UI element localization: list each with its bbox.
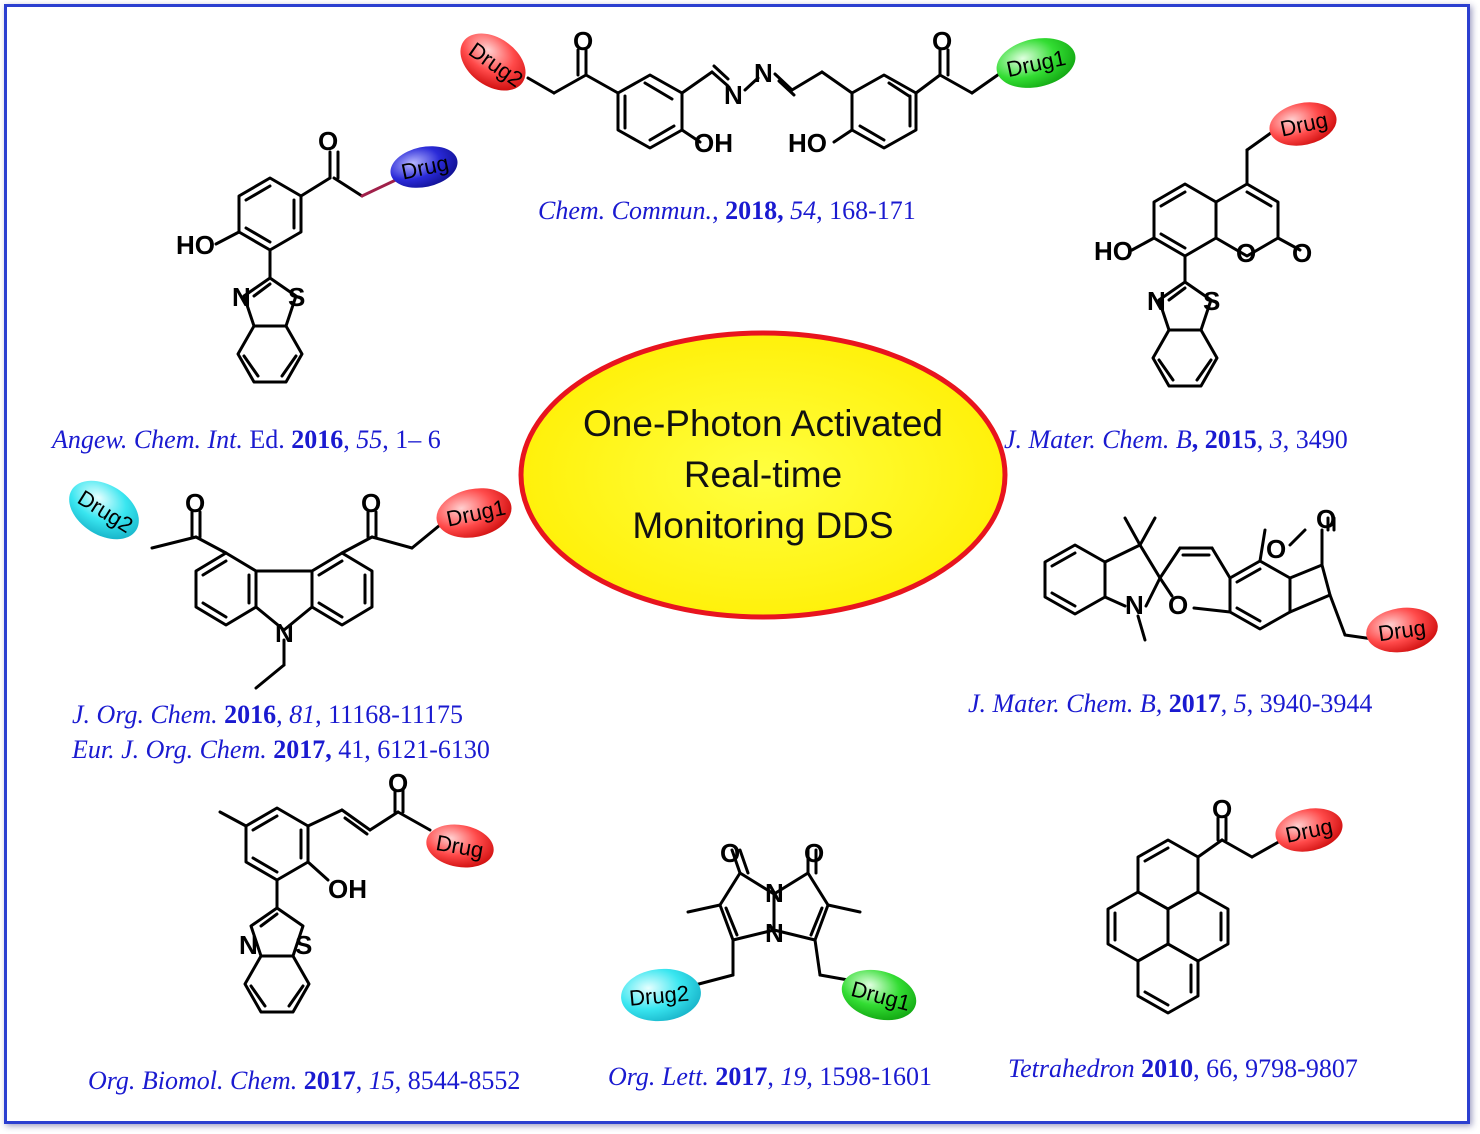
svg-text:N: N xyxy=(765,878,784,908)
tag-drug2-top: Drug2 xyxy=(460,33,528,92)
svg-text:O: O xyxy=(1212,794,1232,824)
svg-text:N: N xyxy=(754,58,773,88)
structure-hbt-ketone xyxy=(214,150,364,384)
drug-tags: Drug2 Drug1 Drug Drug Drug2 Drug1 Drug xyxy=(69,33,1438,1022)
center-title: One-Photon Activated Real-time Monitorin… xyxy=(530,398,996,551)
svg-text:O: O xyxy=(185,488,205,518)
svg-text:O: O xyxy=(318,126,338,156)
ref-org-biomol-chem: Org. Biomol. Chem. 2017, 15, 8544-8552 xyxy=(88,1066,521,1095)
svg-text:HO: HO xyxy=(788,128,827,158)
svg-text:N: N xyxy=(765,918,784,948)
svg-text:Drug2: Drug2 xyxy=(628,981,690,1011)
ref-j-org-chem: J. Org. Chem. 2016, 81, 11168-11175 xyxy=(72,700,463,729)
svg-text:N: N xyxy=(1125,590,1144,620)
ref-org-lett: Org. Lett. 2017, 19, 1598-1601 xyxy=(608,1062,933,1091)
ref-tetrahedron: Tetrahedron 2010, 66, 9798-9807 xyxy=(1008,1054,1358,1083)
svg-text:O: O xyxy=(1236,238,1256,268)
svg-text:HO: HO xyxy=(176,230,215,260)
center-ellipse xyxy=(518,330,1008,620)
tag-drug1-top: Drug1 xyxy=(996,38,1076,88)
svg-text:O: O xyxy=(1316,504,1336,534)
svg-text:O: O xyxy=(804,838,824,868)
svg-text:O: O xyxy=(932,26,952,56)
atom-labels: O O N N OH HO O HO N S HO O O N S O O N … xyxy=(176,26,1336,960)
svg-text:O: O xyxy=(361,488,381,518)
ref-chem-commun: Chem. Commun., 2018, 54, 168-171 xyxy=(538,196,916,225)
svg-text:N: N xyxy=(232,282,251,312)
svg-text:N: N xyxy=(1147,286,1166,316)
tag-drug2-middle-left: Drug2 xyxy=(69,480,139,540)
tag-drug1-bottom-center: Drug1 xyxy=(841,969,917,1021)
svg-text:O: O xyxy=(720,838,740,868)
svg-text:S: S xyxy=(1203,286,1220,316)
svg-text:N: N xyxy=(275,618,294,648)
structure-bimane-dual xyxy=(686,848,862,987)
title-line-3: Monitoring DDS xyxy=(632,505,894,546)
title-line-1: One-Photon Activated xyxy=(583,403,943,444)
svg-text:O: O xyxy=(388,768,408,798)
tag-drug-upper-left: Drug xyxy=(390,146,458,188)
title-line-2: Real-time xyxy=(683,454,843,495)
tag-drug1-middle-left: Drug1 xyxy=(436,488,512,538)
svg-text:S: S xyxy=(288,282,305,312)
structure-pyrene-ketone xyxy=(1106,816,1284,1015)
structure-carbazole-dual xyxy=(150,510,442,690)
tag-drug-bottom-right: Drug xyxy=(1275,808,1343,852)
svg-text:OH: OH xyxy=(694,128,733,158)
svg-text:O: O xyxy=(1168,590,1188,620)
tag-drug-upper-right: Drug xyxy=(1269,102,1337,146)
tag-drug-bottom-left: Drug xyxy=(426,824,494,868)
svg-text:OH: OH xyxy=(328,874,367,904)
svg-text:O: O xyxy=(1292,238,1312,268)
structure-coumarin-hbt xyxy=(1130,128,1302,388)
svg-text:O: O xyxy=(573,26,593,56)
structure-chalcone-hbt xyxy=(218,788,432,1014)
tag-drug2-bottom-center: Drug2 xyxy=(621,968,701,1022)
svg-text:HO: HO xyxy=(1094,236,1133,266)
structure-spiropyran-coumarin xyxy=(1043,516,1382,642)
structure-azine-dual xyxy=(526,48,1004,150)
tag-drug-middle-right: Drug xyxy=(1366,607,1438,653)
ref-eur-j-org-chem: Eur. J. Org. Chem. 2017, 41, 6121-6130 xyxy=(72,735,490,764)
ref-j-mater-chem-b-2015: J. Mater. Chem. B, 2015, 3, 3490 xyxy=(1004,425,1348,454)
svg-text:O: O xyxy=(1266,534,1286,564)
svg-text:N: N xyxy=(239,930,258,960)
svg-text:N: N xyxy=(724,80,743,110)
ref-j-mater-chem-b-2017: J. Mater. Chem. B, 2017, 5, 3940-3944 xyxy=(968,689,1373,718)
ref-angew-chem: Angew. Chem. Int. Ed. 2016, 55, 1– 6 xyxy=(52,425,441,454)
svg-text:S: S xyxy=(295,930,312,960)
